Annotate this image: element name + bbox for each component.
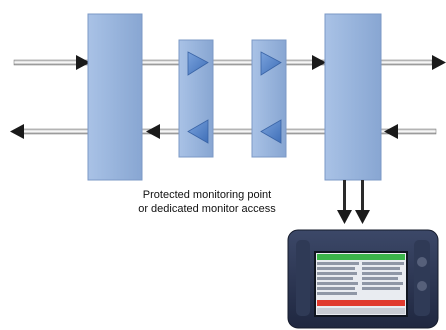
- down-arrow-icon: [355, 210, 370, 224]
- reverse-signal-line: [10, 124, 437, 139]
- left-network-element: [87, 13, 143, 181]
- forward-signal-line: [13, 55, 446, 70]
- caption-line-2: or dedicated monitor access: [138, 203, 276, 215]
- right-network-element: [324, 13, 382, 181]
- monitor-tap-arrows: [337, 180, 370, 224]
- forward-arrowhead-mid: [312, 55, 326, 70]
- reverse-amplifier-icon: [187, 119, 209, 144]
- amplifier-1: [178, 39, 214, 158]
- monitoring-point-caption: Protected monitoring point or dedicated …: [92, 188, 322, 216]
- down-arrow-icon: [337, 210, 352, 224]
- forward-amplifier-icon: [260, 51, 282, 76]
- reverse-arrowhead-in: [384, 124, 398, 139]
- reverse-amplifier-icon: [260, 119, 282, 144]
- forward-arrowhead-out: [432, 55, 446, 70]
- forward-amplifier-icon: [187, 51, 209, 76]
- reverse-arrowhead-mid: [146, 124, 160, 139]
- caption-line-1: Protected monitoring point: [142, 189, 272, 201]
- amplifier-2: [251, 39, 287, 158]
- test-instrument-icon: [287, 229, 439, 329]
- forward-arrowhead-in: [76, 55, 90, 70]
- reverse-arrowhead-out: [10, 124, 24, 139]
- instrument-screen: [314, 251, 408, 317]
